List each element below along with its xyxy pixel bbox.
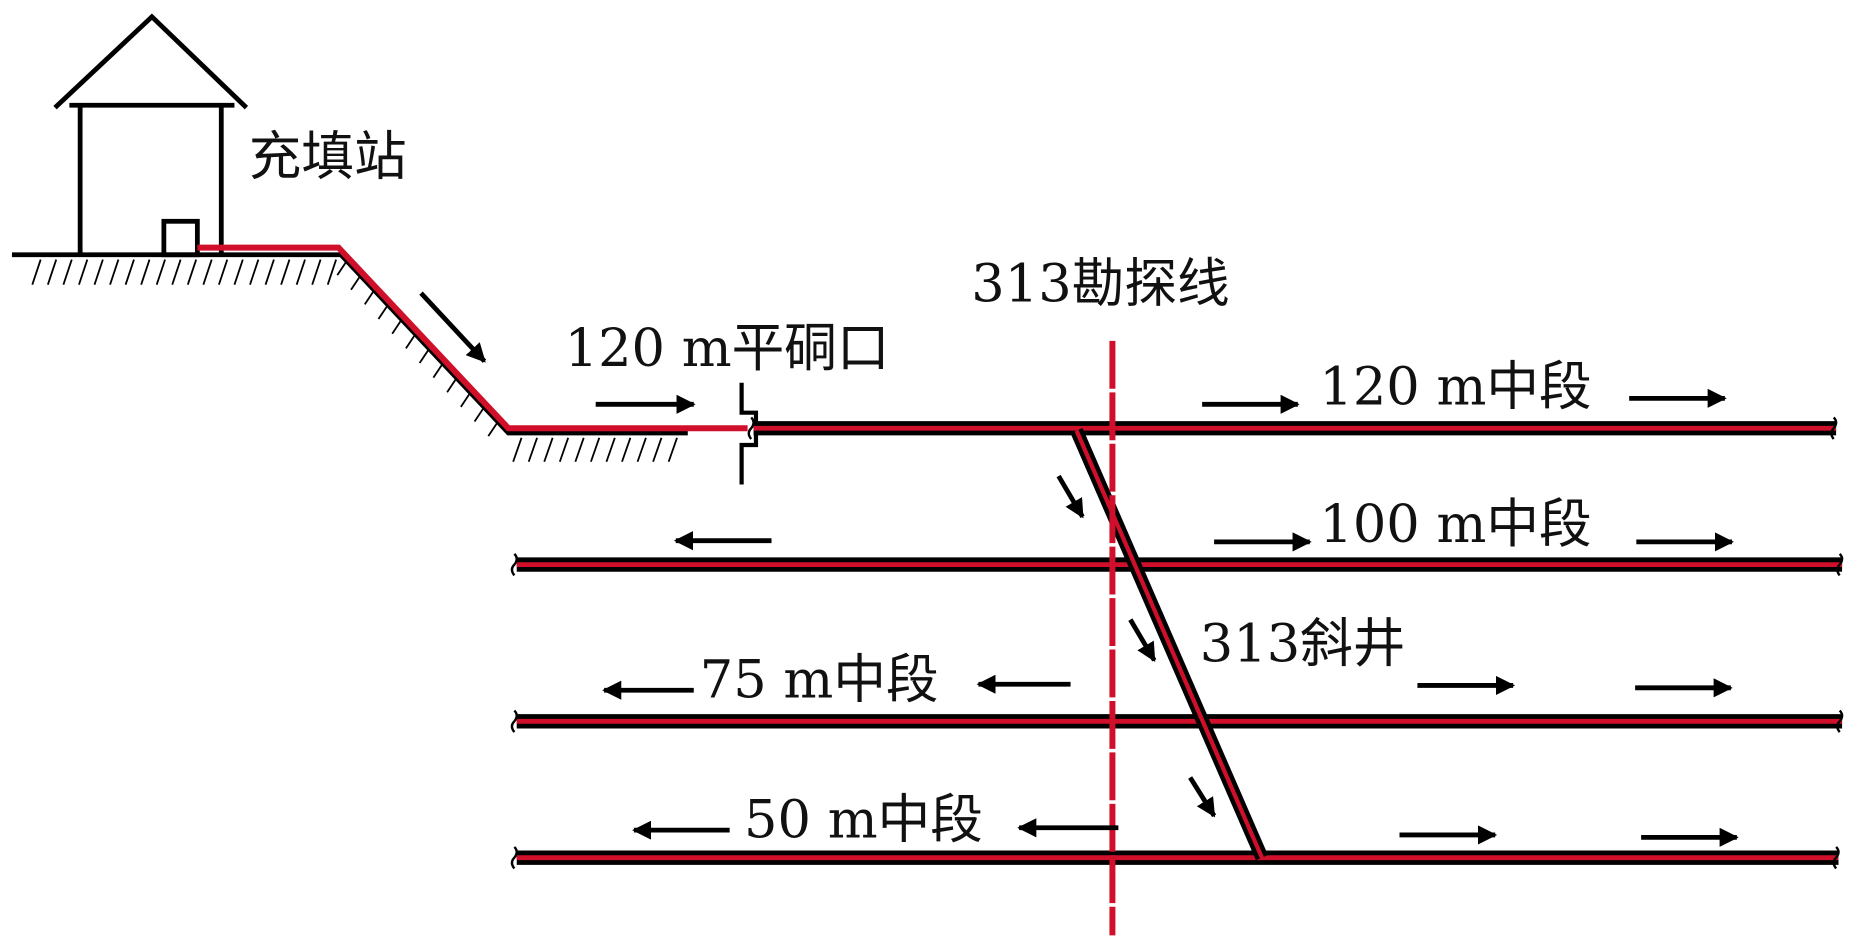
flow-arrow [1056, 474, 1085, 519]
label-level-120: 120 m中段 [1319, 356, 1591, 417]
tunnel-level-50 [510, 846, 1840, 870]
ground-surface [11, 252, 688, 463]
label-level-100: 100 m中段 [1319, 494, 1591, 555]
label-station: 充填站 [249, 127, 407, 188]
flow-arrow [1128, 618, 1157, 662]
levels [510, 416, 1844, 870]
tunnel-level-75 [510, 709, 1844, 733]
filling-station-house [53, 13, 249, 258]
label-incline: 313斜井 [1200, 613, 1406, 674]
label-level-50: 50 m中段 [744, 789, 983, 850]
label-level-75: 75 m中段 [700, 649, 939, 710]
surface-pipe [197, 244, 748, 432]
label-exploration-line: 313勘探线 [971, 253, 1229, 314]
tunnel-level-100 [510, 552, 1844, 577]
flow-arrows [419, 291, 1739, 847]
flow-arrow [1188, 776, 1217, 818]
flow-arrow [419, 291, 487, 363]
incline-shaft [1070, 428, 1268, 861]
label-adit: 120 m平硐口 [565, 318, 890, 379]
tunnel-level-120 [747, 416, 1838, 440]
